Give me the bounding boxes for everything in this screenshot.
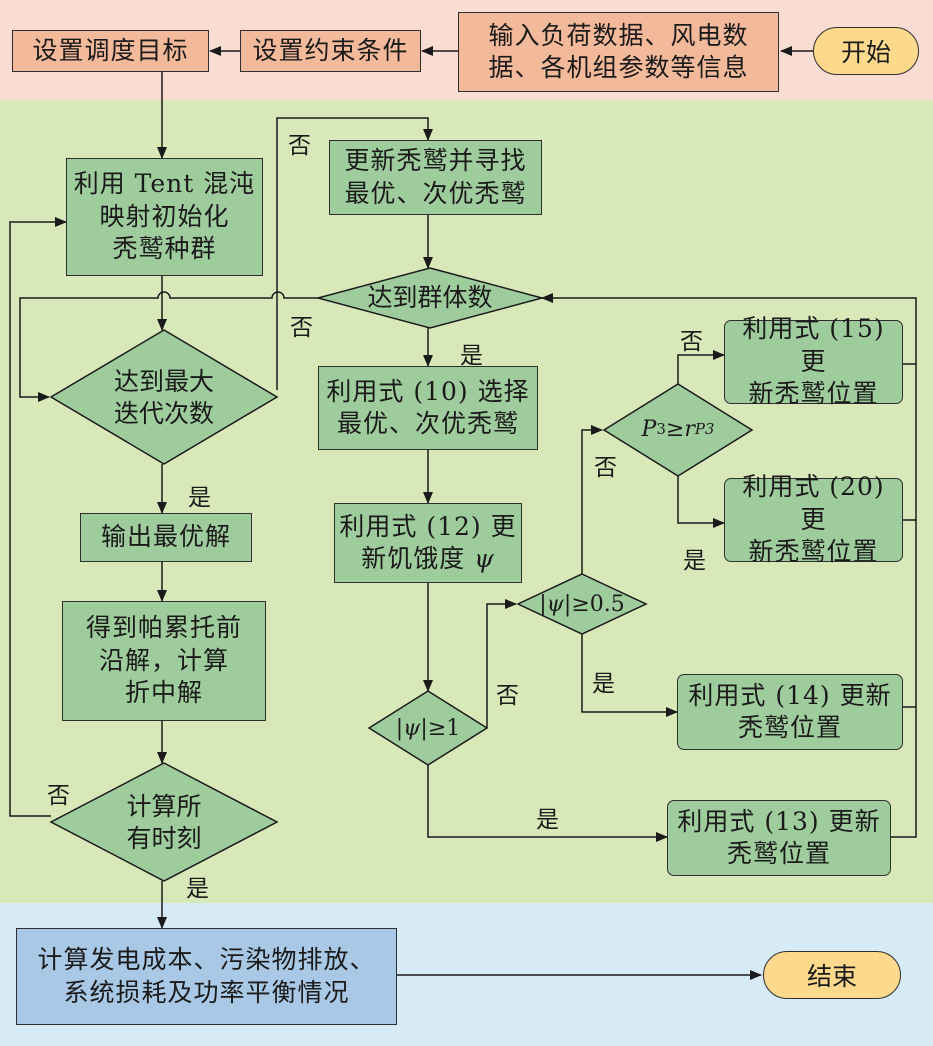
edge-p3-no: [677, 350, 725, 384]
label-p3-no-top: 否: [680, 329, 703, 355]
select-eq10-box: 利用式 (10) 选择 最优、次优秃鹫: [318, 366, 538, 450]
edge-p3-yes: [677, 476, 725, 528]
start-terminal: 开始: [813, 27, 919, 75]
eq15-box: 利用式 (15) 更 新秃鹫位置: [724, 314, 903, 408]
label-alltimes-yes: 是: [186, 876, 209, 902]
edge-psi1-yes: [427, 765, 668, 842]
label-p3-yes: 是: [683, 548, 706, 574]
label-psi1-no: 否: [496, 683, 519, 709]
tent-init-box: 利用 Tent 混沌 映射初始化 秃鹫种群: [66, 158, 263, 276]
eq14-box: 利用式 (14) 更新 秃鹫位置: [677, 674, 903, 750]
update-eq12-text: 利用式 (12) 更新饥饿度 ψ: [339, 511, 517, 574]
psi-ge1-decision: |ψ|≥1: [395, 715, 461, 741]
pop-reached-decision: 达到群体数: [367, 282, 493, 312]
final-calc-box: 计算发电成本、污染物排放、 系统损耗及功率平衡情况: [16, 928, 397, 1025]
edge-pop-no: [19, 291, 318, 402]
edge-psi05-no: [581, 425, 603, 574]
label-pop-yes: 是: [460, 343, 483, 369]
pareto-box: 得到帕累托前 沿解，计算 折中解: [62, 601, 266, 721]
label-maxiter-yes: 是: [188, 485, 211, 511]
label-psi05-no: 否: [594, 455, 617, 481]
edge-eq13-return: [891, 364, 917, 838]
eq20-box: 利用式 (20) 更 新秃鹫位置: [724, 472, 903, 566]
end-terminal: 结束: [763, 951, 901, 999]
eq13-box: 利用式 (13) 更新 秃鹫位置: [667, 800, 891, 876]
psi-ge05-decision: |ψ|≥0.5: [539, 591, 625, 617]
edge-eq15-return: [541, 293, 917, 365]
decision-max-iter-shape: [49, 329, 279, 465]
decision-pop-reached-shape: [315, 267, 545, 329]
update-find-box: 更新秃鹫并寻找 最优、次优秃鹫: [329, 140, 542, 215]
update-eq12-box: 利用式 (12) 更新饥饿度 ψ: [334, 503, 522, 583]
edge-psi05-yes: [581, 634, 678, 717]
set-constraints-box: 设置约束条件: [240, 30, 421, 72]
edge-psi1-no: [486, 599, 517, 728]
max-iter-decision: 达到最大 迭代次数: [113, 366, 214, 429]
set-objective-box: 设置调度目标: [12, 30, 209, 72]
all-times-decision: 计算所 有时刻: [126, 791, 202, 854]
output-best-box: 输出最优解: [80, 513, 252, 562]
edge-maxiter-no: [276, 117, 433, 390]
label-maxiter-no: 否: [288, 133, 311, 159]
label-alltimes-no: 否: [47, 783, 70, 809]
label-psi1-yes: 是: [536, 807, 559, 833]
label-psi05-yes: 是: [592, 671, 615, 697]
decision-all-times-shape: [49, 762, 279, 882]
label-pop-no: 否: [290, 315, 313, 341]
edge-alltimes-no: [9, 217, 67, 817]
input-data-box: 输入负荷数据、风电数 据、各机组参数等信息: [458, 12, 779, 92]
